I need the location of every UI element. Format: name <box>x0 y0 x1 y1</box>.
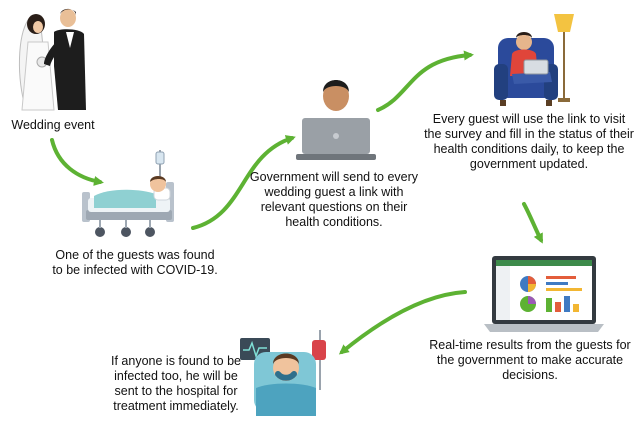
step-6-label: If anyone is found to be infected too, h… <box>111 354 241 413</box>
step-4-label: Every guest will use the link to visit t… <box>424 112 634 171</box>
dashboard-laptop-icon <box>484 254 604 334</box>
laptop-user-icon <box>296 70 376 162</box>
step-1-label: Wedding event <box>11 118 95 132</box>
patient-treatment-icon <box>240 330 332 420</box>
step-5-label: Real-time results from the guests for th… <box>429 338 631 382</box>
hospital-bed-icon <box>78 148 190 242</box>
arrow-4-to-5 <box>522 202 543 244</box>
wedding-couple-icon <box>14 6 90 116</box>
step-2-label: One of the guests was found to be infect… <box>52 248 218 277</box>
arrow-3-to-4 <box>376 50 474 112</box>
step-3-label: Government will send to every wedding gu… <box>249 170 419 229</box>
sofa-laptop-user-icon <box>494 14 578 108</box>
